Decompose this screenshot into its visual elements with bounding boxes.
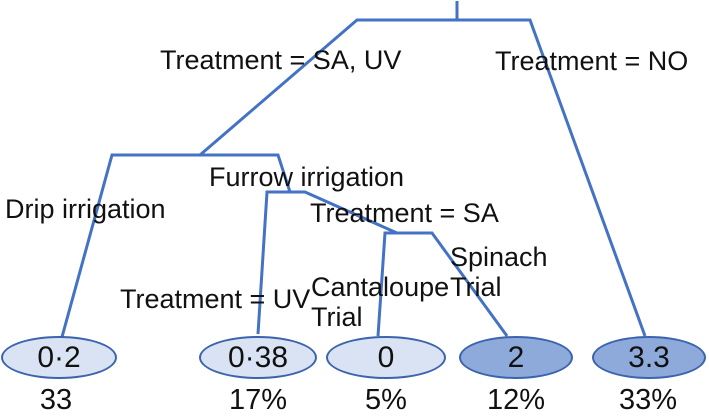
leaf-share-label-1: 33 xyxy=(39,384,73,416)
leaf-share-label-4: 12% xyxy=(486,384,546,416)
edge-label-drip-irrigation: Drip irrigation xyxy=(5,194,166,224)
leaf-value: 3.3 xyxy=(628,340,670,374)
leaf-share-label-2: 17% xyxy=(228,384,288,416)
leaf-node-spinach: 2 xyxy=(459,336,573,379)
edge-furrow-split xyxy=(256,190,398,335)
edge-label-cantaloupe-trial: Cantaloupe Trial xyxy=(311,272,450,332)
edge-label-treatment-uv: Treatment = UV xyxy=(120,284,311,314)
leaf-value: 0 xyxy=(377,340,395,374)
leaf-value: 2 xyxy=(507,340,525,374)
edge-label-treatment-sa-uv: Treatment = SA, UV xyxy=(160,45,402,75)
leaf-node-drip: 0·2 xyxy=(1,336,117,379)
leaf-node-furrow-uv: 0·38 xyxy=(199,336,317,379)
edge-label-treatment-sa: Treatment = SA xyxy=(310,198,499,228)
leaf-value: 0·38 xyxy=(227,340,289,374)
leaf-value: 0·2 xyxy=(37,340,81,374)
leaf-node-no-treatment: 3.3 xyxy=(592,336,706,379)
edge-drip-split xyxy=(60,153,292,338)
edge-root-branches xyxy=(199,18,647,337)
leaf-share-label-3: 5% xyxy=(365,384,407,416)
edge-label-treatment-no: Treatment = NO xyxy=(495,46,689,76)
leaf-share-label-5: 33% xyxy=(618,384,678,416)
edge-label-spinach-trial: Spinach Trial xyxy=(450,242,548,302)
edge-label-furrow-irrigation: Furrow irrigation xyxy=(209,162,405,192)
leaf-node-cantaloupe: 0 xyxy=(326,336,446,379)
edge-trial-split xyxy=(376,231,509,337)
